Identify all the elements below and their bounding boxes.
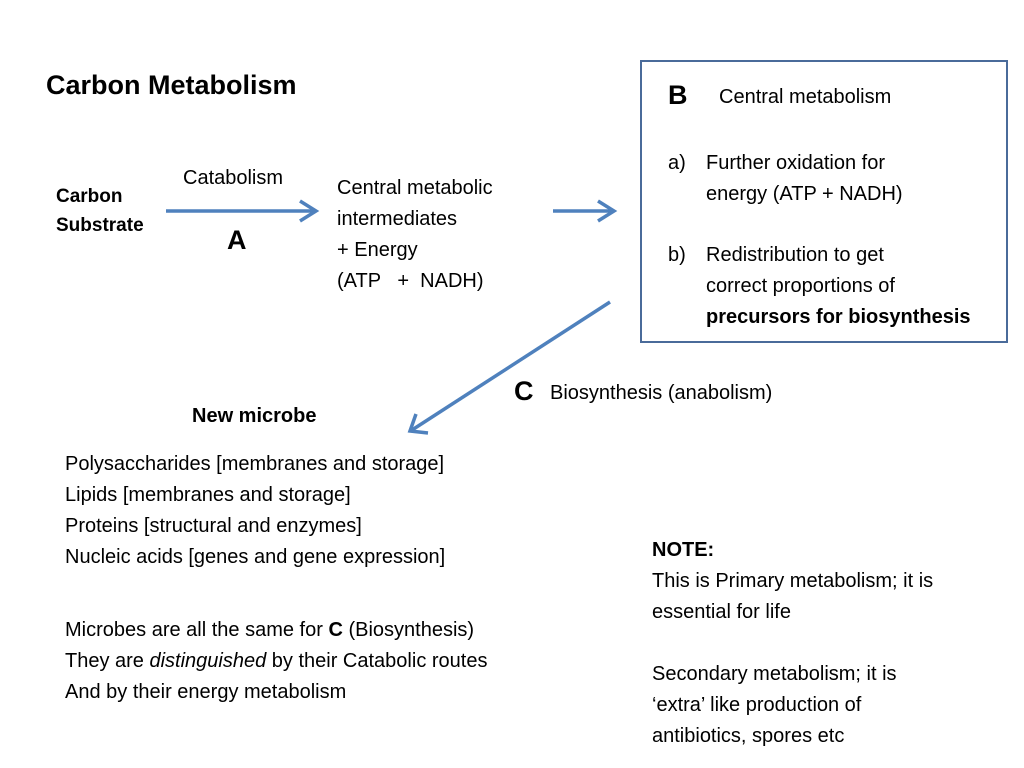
central-metabolism-heading: Central metabolism: [719, 86, 892, 108]
list-item-line: Redistribution to get: [706, 244, 884, 266]
step-letter-c: C: [514, 376, 534, 406]
text-run: They are: [65, 650, 150, 672]
note-line: Secondary metabolism; it is: [652, 663, 897, 685]
list-marker: a): [668, 152, 686, 174]
arrow-biosynthesis: [411, 300, 611, 432]
central-intermediates: Central metabolic intermediates + Energy…: [337, 173, 493, 297]
carbon-substrate-line: Substrate: [56, 215, 144, 236]
text-run: (Biosynthesis): [342, 619, 475, 641]
note-line: essential for life: [652, 601, 791, 623]
biosynthesis-label: Biosynthesis (anabolism): [550, 382, 773, 404]
list-item: Nucleic acids [genes and gene expression…: [65, 546, 446, 568]
list-item-line: energy (ATP + NADH): [706, 183, 903, 205]
central-intermediates-line: + Energy: [337, 239, 418, 261]
microbe-components-list: Polysaccharides [membranes and storage] …: [65, 449, 445, 573]
step-letter-a: A: [227, 225, 247, 255]
arrow-catabolism-head: [299, 199, 320, 223]
list-item: Polysaccharides [membranes and storage]: [65, 453, 445, 475]
arrow-biosynthesis-head: [407, 413, 429, 435]
note-spacer: [652, 628, 933, 659]
arrow-to-central-metabolism-head: [597, 199, 618, 223]
list-item-a: a) Further oxidation for energy (ATP + N…: [668, 148, 903, 210]
central-metabolism-box: B Central metabolism a) Further oxidatio…: [640, 60, 1008, 343]
carbon-substrate: Carbon Substrate: [56, 182, 144, 240]
list-item-line: Further oxidation for: [706, 152, 885, 174]
note-line: antibiotics, spores etc: [652, 725, 845, 747]
microbes-note: Microbes are all the same for C (Biosynt…: [65, 615, 487, 708]
microbes-note-line: Microbes are all the same for C (Biosynt…: [65, 615, 487, 646]
list-item-b: b) Redistribution to get correct proport…: [668, 240, 971, 333]
note-line: ‘extra’ like production of: [652, 694, 862, 716]
central-intermediates-line: (ATP + NADH): [337, 270, 484, 292]
text-run: by their Catabolic routes: [266, 650, 488, 672]
list-item-bold-line: precursors for biosynthesis: [706, 306, 971, 328]
central-intermediates-line: intermediates: [337, 208, 458, 230]
central-intermediates-line: Central metabolic: [337, 177, 493, 199]
list-item-line: correct proportions of: [706, 275, 895, 297]
note-line: This is Primary metabolism; it is: [652, 570, 934, 592]
carbon-substrate-line: Carbon: [56, 186, 123, 207]
microbes-note-line: And by their energy metabolism: [65, 681, 347, 703]
text-run: Microbes are all the same for: [65, 619, 329, 641]
new-microbe-heading: New microbe: [192, 405, 317, 427]
catabolism-label: Catabolism: [183, 167, 284, 189]
text-run-bold: C: [328, 619, 343, 641]
page-title: Carbon Metabolism: [46, 70, 297, 100]
text-run-italic: distinguished: [149, 650, 267, 672]
microbes-note-line: They are distinguished by their Cataboli…: [65, 646, 487, 677]
list-marker: b): [668, 244, 686, 266]
list-item: Proteins [structural and enzymes]: [65, 515, 362, 537]
list-item: Lipids [membranes and storage]: [65, 484, 351, 506]
note-block: NOTE: This is Primary metabolism; it is …: [652, 535, 933, 752]
step-letter-b: B: [668, 80, 688, 110]
note-heading: NOTE:: [652, 539, 715, 561]
